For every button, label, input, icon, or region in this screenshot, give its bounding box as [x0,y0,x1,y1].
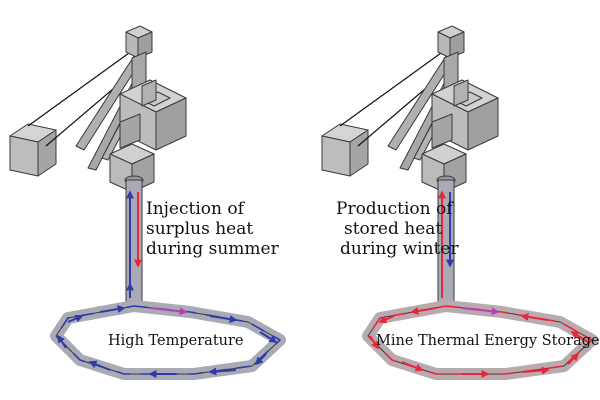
left-annotation-line-1: Injection of [146,199,246,219]
left-loop-label: High Temperature [108,333,244,349]
left-panel: Injection of surplus heat during summer … [9,25,286,380]
right-annotation-line-2: stored heat [344,219,442,239]
right-cable-1 [339,47,449,127]
left-cable-1 [27,47,137,127]
right-annotation-line-1: Production of [336,199,454,219]
left-hoist-building [119,79,187,151]
left-side-box [9,123,57,177]
left-storage-loop [50,300,286,380]
right-annotation-line-3: during winter [340,239,459,259]
right-loop-label: Mine Thermal Energy Storage [376,333,600,349]
right-side-box [321,123,369,177]
right-hoist-building [431,79,499,151]
right-storage-loop [362,300,598,380]
left-surface-structures [9,25,187,193]
left-shaft [125,179,143,309]
left-annotation-line-2: surplus heat [146,219,253,239]
right-loop-arrow-out [461,307,500,316]
right-surface-structures [321,25,499,193]
right-panel: Production of stored heat during winter … [321,25,600,380]
right-shaft [437,179,455,309]
left-loop-arrow-out [149,307,188,316]
left-annotation-line-3: during summer [146,239,280,259]
